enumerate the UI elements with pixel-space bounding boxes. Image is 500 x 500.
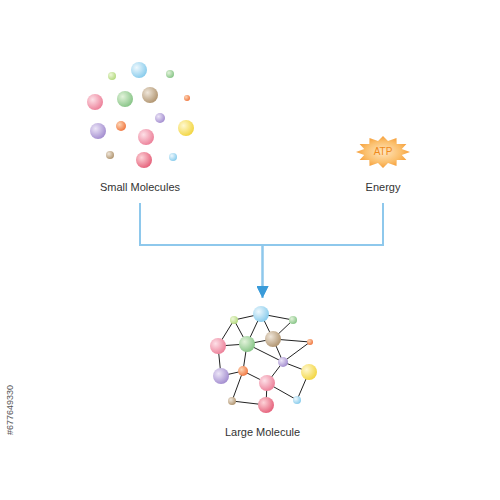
atom <box>253 306 269 322</box>
node-label: Energy <box>333 179 433 195</box>
molecule <box>136 152 152 168</box>
molecule <box>106 151 114 159</box>
molecule <box>138 129 154 145</box>
atom <box>301 364 317 380</box>
atom <box>210 338 226 354</box>
atom <box>278 357 288 367</box>
atom <box>259 375 275 391</box>
merge-arrow <box>263 203 384 298</box>
molecule <box>116 121 126 131</box>
atom <box>239 336 255 352</box>
molecule <box>87 94 103 110</box>
atom <box>213 368 229 384</box>
atom <box>293 396 301 404</box>
molecule <box>90 123 106 139</box>
node-label: Large Molecule <box>200 424 325 440</box>
molecule <box>108 72 116 80</box>
molecule <box>142 87 158 103</box>
molecule-group: Small Molecules <box>70 55 210 203</box>
atom <box>289 316 297 324</box>
bonds <box>218 314 310 405</box>
atom <box>238 366 248 376</box>
merge-arrow <box>140 203 263 298</box>
symbol-label: ATP <box>333 144 433 160</box>
molecule <box>155 113 165 123</box>
molecule <box>166 70 174 78</box>
energy-source: ATP Energy <box>333 128 433 203</box>
node-label: Small Molecules <box>70 179 210 195</box>
atom <box>258 397 274 413</box>
molecule-product: Large Molecule <box>200 300 325 442</box>
large-molecule <box>210 306 317 413</box>
atom <box>230 316 238 324</box>
molecule <box>184 95 190 101</box>
watermark-id: #677649330 <box>5 380 15 440</box>
small-molecules <box>87 62 194 168</box>
molecule <box>131 62 147 78</box>
molecule <box>169 153 177 161</box>
bond <box>283 342 310 362</box>
atom <box>265 331 281 347</box>
molecule <box>178 120 194 136</box>
molecule <box>117 91 133 107</box>
atom <box>307 339 313 345</box>
atom <box>228 397 236 405</box>
